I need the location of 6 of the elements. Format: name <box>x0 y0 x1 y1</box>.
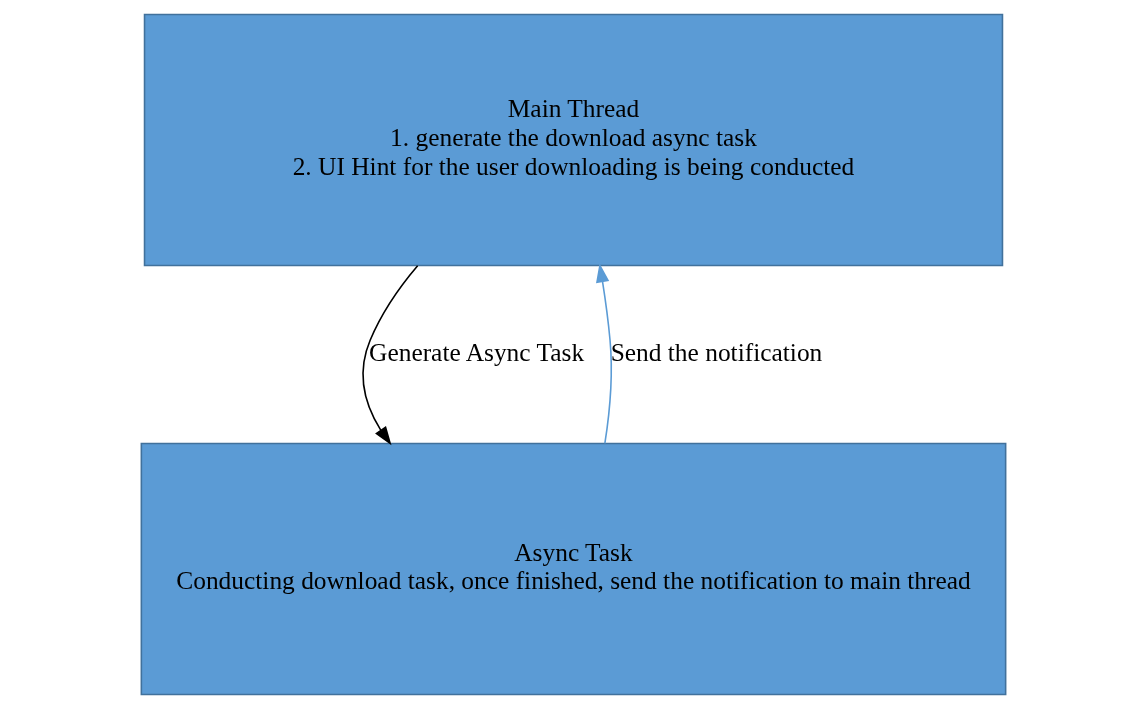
edge-label: Generate Async Task <box>368 337 584 366</box>
arrow <box>361 264 418 446</box>
node-box: Async Task Conducting download task, once finished, send the notification to main thread <box>140 442 1006 696</box>
edge-label: Send the notification <box>610 337 822 366</box>
node-box: Main Thread 1. generate the download async task 2. UI Hint for the user downloading is being conducted <box>143 13 1003 267</box>
arrow <box>595 263 612 445</box>
